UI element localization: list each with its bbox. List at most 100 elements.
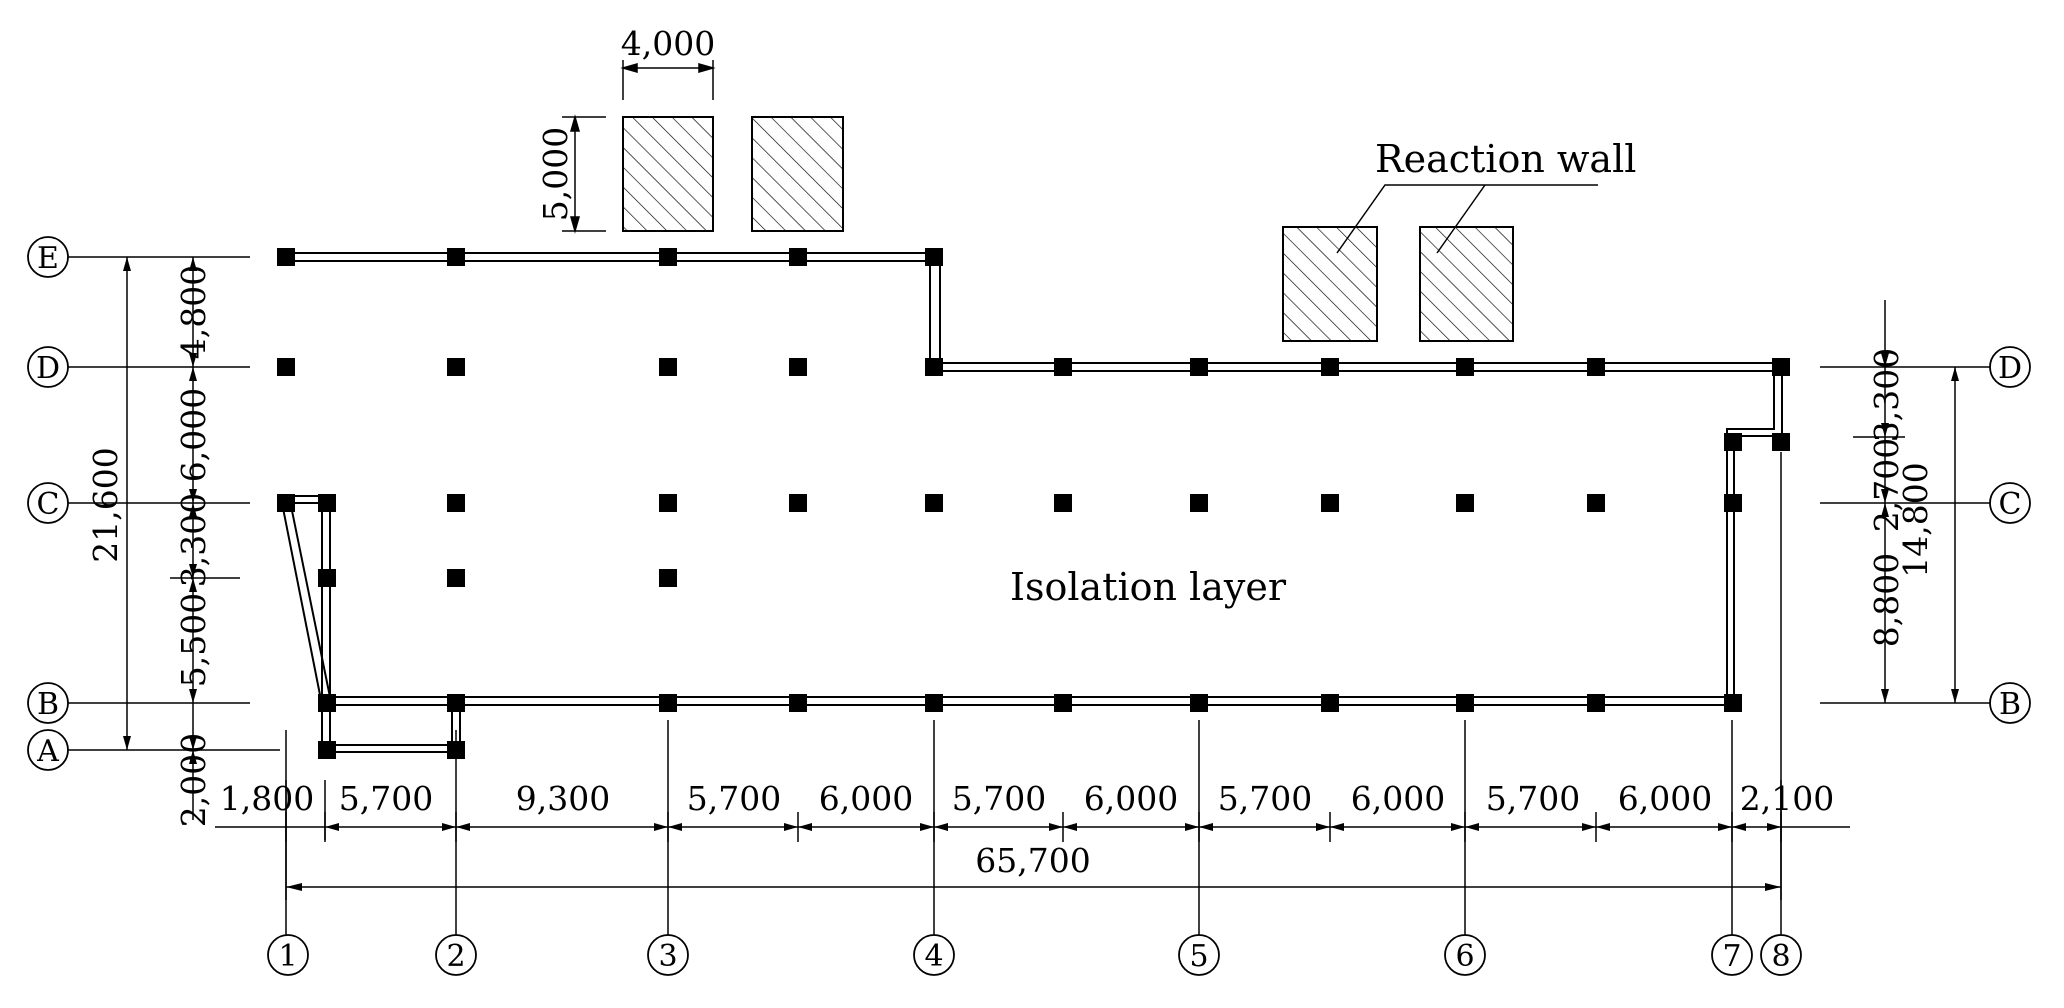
- span-10: 5,700: [1486, 779, 1580, 818]
- dimension-arrow: [442, 823, 456, 831]
- axis-bubble-row-d-right: [1989, 346, 2031, 388]
- bottom-span-labels: 1,800 5,700 9,300 5,700 6,000 5,700 6,00…: [220, 779, 1834, 818]
- dimension-arrow: [668, 823, 682, 831]
- reaction-wall-1: [622, 116, 714, 232]
- axis-bubble-row-c-right: [1989, 482, 2031, 524]
- isolator-column: [789, 248, 807, 266]
- axis-label-row-a: A: [36, 734, 59, 769]
- axis-label-row-b-right: B: [1999, 687, 2021, 722]
- axis-label-col-7: 7: [1722, 939, 1741, 974]
- wall-inner: [287, 260, 1775, 746]
- isolator-column: [277, 494, 295, 512]
- axis-bubble-row-e: [27, 236, 69, 278]
- isolator-column: [659, 248, 677, 266]
- span-3: 9,300: [516, 779, 610, 818]
- axis-label-row-d-right: D: [1998, 351, 2022, 386]
- isolator-column: [1190, 694, 1208, 712]
- dimension-arrow: [1582, 823, 1596, 831]
- bottom-dimension-arrows: [285, 812, 1782, 891]
- axis-label-row-e: E: [37, 241, 59, 276]
- isolator-column: [925, 494, 943, 512]
- reaction-wall-label: Reaction wall: [1375, 137, 1636, 181]
- isolator-column: [659, 494, 677, 512]
- right-dimension-arrows: [1881, 353, 1959, 703]
- axis-bubble-col-5: [1178, 934, 1220, 976]
- dimension-arrow: [1732, 823, 1746, 831]
- isolator-column: [659, 569, 677, 587]
- dimension-arrow: [1316, 823, 1330, 831]
- isolator-column: [318, 741, 336, 759]
- reaction-wall-3: [1282, 226, 1378, 342]
- axis-label-col-4: 4: [924, 939, 943, 974]
- reaction-walls: [622, 116, 1514, 342]
- axis-bubble-row-d-left: [27, 346, 69, 388]
- dimension-arrow: [1185, 823, 1199, 831]
- isolator-column: [659, 694, 677, 712]
- isolator-column: [1321, 694, 1339, 712]
- dimension-arrow: [456, 823, 470, 831]
- reaction-wall-leaders: [1336, 184, 1598, 254]
- dimension-arrow: [1767, 823, 1781, 831]
- isolator-column: [1321, 358, 1339, 376]
- isolator-column: [318, 494, 336, 512]
- left-dimension-arrows: [123, 257, 197, 764]
- span-6: 5,700: [952, 779, 1046, 818]
- axis-bubble-col-3: [647, 934, 689, 976]
- right-span-2: 2,700: [1867, 438, 1906, 532]
- span-4: 5,700: [687, 779, 781, 818]
- dimension-arrow: [1451, 823, 1465, 831]
- span-1: 1,800: [220, 779, 314, 818]
- axis-bubble-row-a: [27, 729, 69, 771]
- isolator-column: [1724, 694, 1742, 712]
- isolator-column: [1587, 494, 1605, 512]
- left-span-5: 2,000: [174, 733, 213, 827]
- wall-outline: [280, 252, 1783, 753]
- isolator-column: [1190, 494, 1208, 512]
- total-length-dimension: 65,700: [975, 841, 1090, 880]
- isolator-column: [1724, 494, 1742, 512]
- dimension-arrow: [1049, 823, 1063, 831]
- dimension-arrow: [1465, 823, 1479, 831]
- right-span-1: 3,300: [1867, 348, 1906, 442]
- isolator-column: [1321, 494, 1339, 512]
- isolator-column: [1456, 494, 1474, 512]
- axis-bubble-row-b-left: [27, 682, 69, 724]
- left-total-dimension: 21,600: [86, 447, 125, 562]
- isolator-column: [925, 358, 943, 376]
- dimension-arrow: [1063, 823, 1077, 831]
- right-total-dimension: 14,800: [1896, 462, 1935, 577]
- wall-dimensions: [562, 60, 716, 234]
- left-span-1: 4,800: [174, 265, 213, 359]
- columns: [277, 248, 1790, 759]
- reaction-wall-2: [751, 116, 844, 232]
- isolator-column: [789, 694, 807, 712]
- isolator-column: [277, 248, 295, 266]
- dimension-arrow: [934, 823, 948, 831]
- isolator-column: [659, 358, 677, 376]
- isolator-column: [1456, 694, 1474, 712]
- isolator-column: [789, 358, 807, 376]
- axis-bubble-col-7: [1711, 934, 1753, 976]
- column-axis-labels: [267, 934, 1802, 976]
- wall-outer: [280, 252, 1783, 753]
- isolator-column: [1190, 358, 1208, 376]
- wall-height-dimension: 5,000: [536, 127, 575, 221]
- axis-label-row-b-left: B: [37, 687, 59, 722]
- axis-label-col-6: 6: [1455, 939, 1474, 974]
- axis-label-col-5: 5: [1189, 939, 1208, 974]
- dimension-arrow: [1718, 823, 1732, 831]
- isolator-column: [447, 358, 465, 376]
- isolator-column: [1587, 694, 1605, 712]
- wall-width-dimension: 4,000: [621, 24, 715, 63]
- span-8: 5,700: [1218, 779, 1312, 818]
- left-span-2: 6,000: [174, 388, 213, 482]
- isolator-column: [925, 694, 943, 712]
- span-11: 6,000: [1618, 779, 1712, 818]
- isolator-column: [1772, 358, 1790, 376]
- isolator-column: [447, 694, 465, 712]
- dimension-arrow: [1596, 823, 1610, 831]
- isolator-column: [447, 569, 465, 587]
- isolator-column: [277, 358, 295, 376]
- span-2: 5,700: [339, 779, 433, 818]
